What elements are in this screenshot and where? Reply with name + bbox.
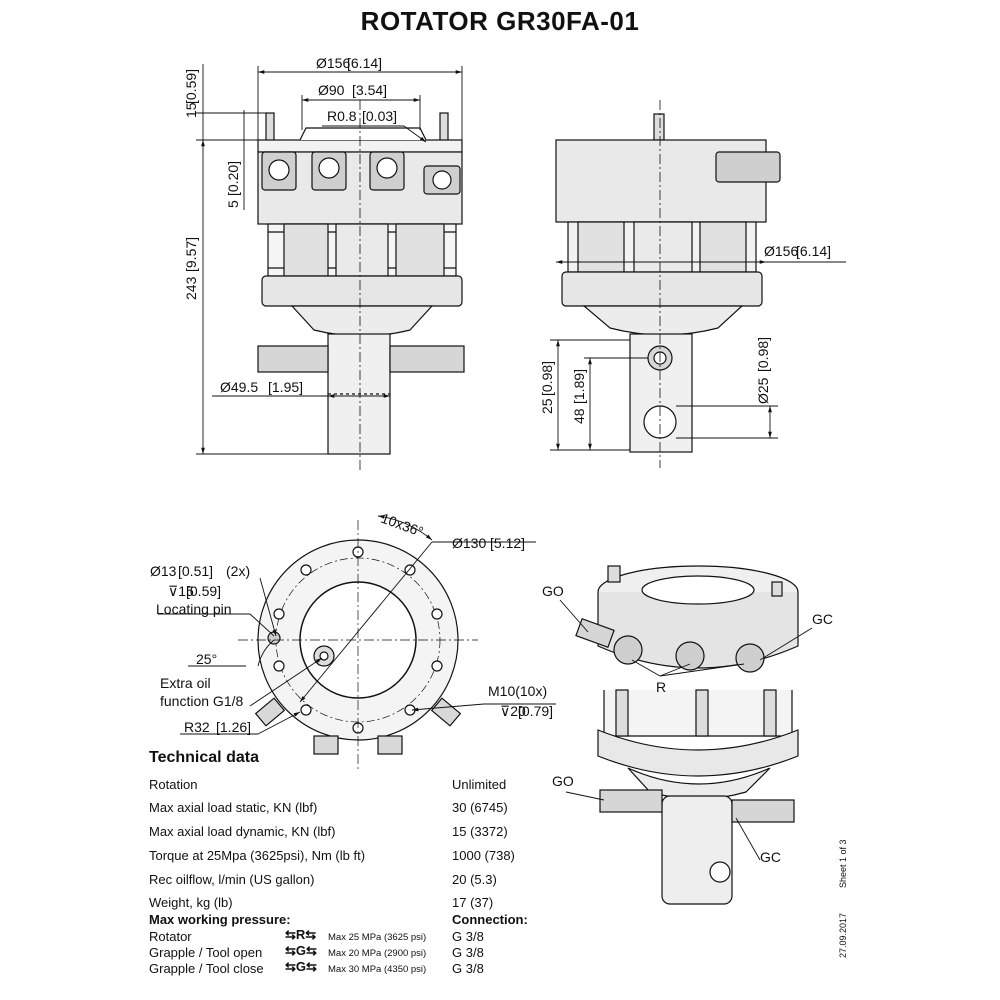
dim-d90-in: [3.54]: [352, 82, 387, 98]
dim-m10-depth: ⊽20: [500, 703, 526, 719]
extra-oil-label-2: function G1/8: [160, 693, 243, 709]
dim-h48: 48: [571, 408, 587, 424]
pressure-symbol-rotator: ⇆R⇆: [285, 927, 317, 942]
tech-value-weight: 17 (37): [452, 895, 494, 910]
dim-h25: 25: [539, 398, 555, 414]
dim-angle25: 25°: [196, 651, 217, 667]
dim-m10: M10(10x): [488, 683, 547, 699]
dim-d90: Ø90: [318, 82, 345, 98]
bottom-view: [238, 520, 478, 770]
technical-data-heading: Technical data: [149, 749, 259, 766]
sheet-label: Sheet 1 of 3: [838, 839, 848, 888]
tech-value-rotation: Unlimited: [452, 777, 507, 792]
connection-close: G 3/8: [452, 961, 484, 976]
pressure-symbol-open: ⇆G⇆: [285, 943, 317, 958]
dim-r08-in: [0.03]: [362, 108, 397, 124]
label-gc-top: GC: [812, 611, 833, 627]
dim-d495-in: [1.95]: [268, 379, 303, 395]
locating-pin-label: Locating pin: [156, 601, 232, 617]
tech-label-rotation: Rotation: [149, 777, 198, 792]
tech-value-torque: 1000 (738): [452, 848, 515, 863]
tech-value-dynamic-load: 15 (3372): [452, 824, 508, 839]
iso-view: [575, 565, 799, 905]
dim-d25-in: [0.98]: [755, 337, 771, 372]
pressure-label-open: Grapple / Tool open: [149, 945, 263, 960]
dim-depth15-in: [0.59]: [186, 583, 221, 599]
dim-d13: Ø13: [150, 563, 177, 579]
dim-d13-in: [0.51]: [178, 563, 213, 579]
drawing-title: ROTATOR GR30FA-01: [360, 6, 640, 36]
label-go-bottom: GO: [552, 773, 574, 789]
date-label: 27.09.2017: [838, 912, 848, 958]
tech-value-static-load: 30 (6745): [452, 800, 508, 815]
extra-oil-label-1: Extra oil: [160, 675, 211, 691]
pressure-heading: Max working pressure:: [149, 912, 291, 927]
dim-depth15: ⊽15: [168, 583, 194, 599]
front-view: [257, 100, 465, 470]
tech-label-weight: Weight, kg (lb): [149, 895, 233, 910]
dim-h5: 5: [225, 200, 241, 208]
tech-label-oilflow: Rec oilflow, l/min (US gallon): [149, 872, 315, 887]
connection-rotator: G 3/8: [452, 929, 484, 944]
dim-r08: R0.8: [327, 108, 357, 124]
dim-h243-in: [9.57]: [183, 237, 199, 272]
pressure-max-rotator: Max 25 MPa (3625 psi): [328, 932, 427, 943]
dim-h5-in: [0.20]: [225, 161, 241, 196]
dim-angle-10x36: 10x36°: [379, 510, 426, 540]
dim-h25-in: [0.98]: [539, 361, 555, 396]
pressure-max-close: Max 30 MPa (4350 psi): [328, 964, 427, 975]
dim-m10-depth-in: [0.79]: [518, 703, 553, 719]
dim-h15-in: [0.59]: [183, 69, 199, 104]
dim-r32-in: [1.26]: [216, 719, 251, 735]
dim-d156-side-in: [6.14]: [796, 243, 831, 259]
dim-d156-side: Ø156: [764, 243, 798, 259]
pressure-max-open: Max 20 MPa (2900 psi): [328, 948, 427, 959]
pressure-label-rotator: Rotator: [149, 929, 192, 944]
label-r: R: [656, 679, 666, 695]
dim-h243: 243: [183, 276, 199, 300]
tech-label-dynamic-load: Max axial load dynamic, KN (lbf): [149, 824, 336, 839]
connection-open: G 3/8: [452, 945, 484, 960]
dim-d156: Ø156: [316, 55, 350, 71]
tech-label-static-load: Max axial load static, KN (lbf): [149, 800, 318, 815]
dim-d130-in: [5.12]: [490, 535, 525, 551]
label-gc-bottom: GC: [760, 849, 781, 865]
side-view: [555, 100, 781, 468]
tech-label-torque: Torque at 25Mpa (3625psi), Nm (lb ft): [149, 848, 366, 863]
pressure-symbol-close: ⇆G⇆: [285, 959, 317, 974]
dim-d13-count: (2x): [226, 563, 250, 579]
dim-d156-in: [6.14]: [347, 55, 382, 71]
pressure-label-close: Grapple / Tool close: [149, 961, 264, 976]
label-go-top: GO: [542, 583, 564, 599]
dim-r32: R32: [184, 719, 210, 735]
dim-d130: Ø130: [452, 535, 486, 551]
dim-h48-in: [1.89]: [571, 369, 587, 404]
tech-value-oilflow: 20 (5.3): [452, 872, 497, 887]
dim-h15: 15: [183, 102, 199, 118]
dim-d25: Ø25: [755, 377, 771, 404]
dim-d495: Ø49.5: [220, 379, 258, 395]
connection-heading: Connection:: [452, 912, 528, 927]
